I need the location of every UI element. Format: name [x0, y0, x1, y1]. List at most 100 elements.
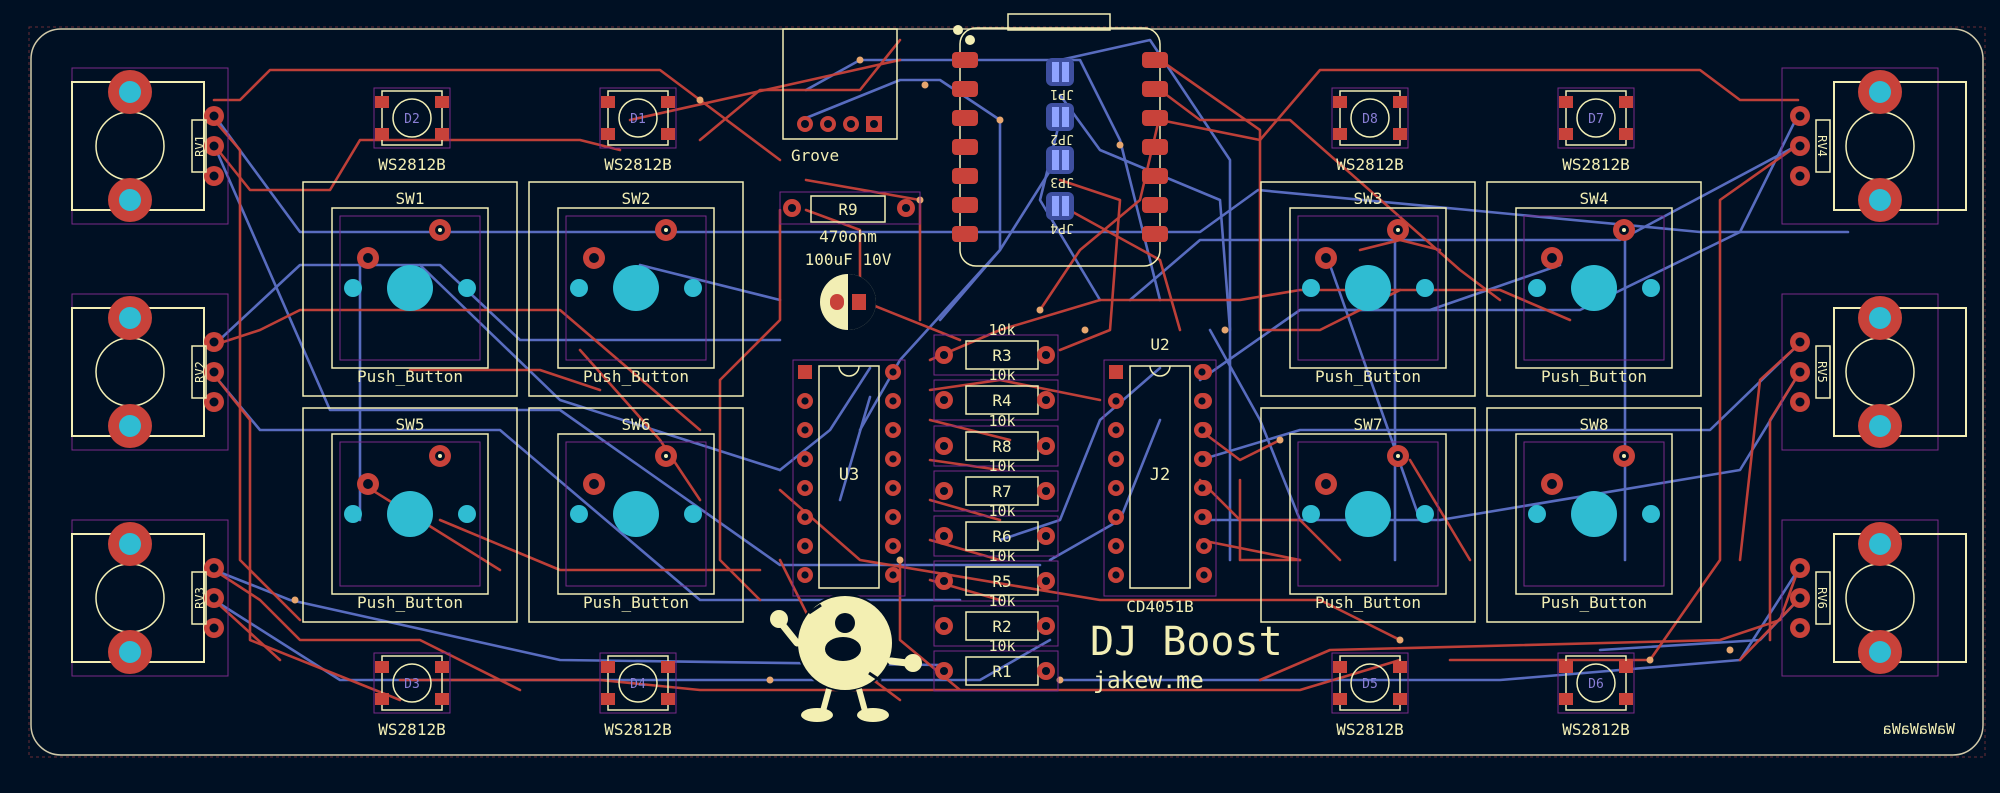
resistor-pad [935, 572, 953, 590]
potentiometer-rv3: RV3 [71, 519, 229, 677]
chip-pin-pad [797, 451, 813, 467]
led-ref-label: D3 [404, 677, 420, 692]
led-pad [601, 693, 615, 705]
module-pad-left [952, 226, 978, 242]
module-pad-right [1142, 110, 1168, 126]
module-pad-left [952, 52, 978, 68]
chip-pin-pad [885, 422, 901, 438]
led-value-label: WS2812B [1336, 720, 1403, 739]
grove-label: Grove [791, 146, 839, 165]
capacitor-pad [830, 294, 844, 310]
led-pad [1619, 693, 1633, 705]
pot-pin-pad [1790, 362, 1810, 382]
led-pad [1393, 693, 1407, 705]
push-button-icon [1622, 228, 1626, 232]
resistor-pad [1037, 391, 1055, 409]
resistor-ref-label: R2 [992, 617, 1011, 636]
chip-pin-pad [1194, 451, 1210, 467]
chip-pin-pad [797, 422, 813, 438]
button-value-label: Push_Button [357, 593, 463, 612]
led-pad [435, 693, 449, 705]
jumper-label: JP1 [1050, 86, 1073, 101]
button-pad [1541, 247, 1563, 269]
led-pad [1333, 693, 1347, 705]
led-ref-label: D8 [1362, 112, 1378, 127]
jumper-label: JP4 [1050, 220, 1074, 235]
led-pad [601, 96, 615, 108]
pot-ref-label: RV5 [1815, 361, 1829, 383]
button-ref-label: SW2 [622, 189, 651, 208]
led-pad [601, 661, 615, 673]
jumper-label: JP3 [1050, 174, 1073, 189]
led-pad [375, 693, 389, 705]
resistor-pad [1037, 437, 1055, 455]
chip-pin-pad [797, 393, 813, 409]
led-pad [661, 661, 675, 673]
pot-pin-pad [204, 618, 224, 638]
chip-pin-pad [1108, 393, 1124, 409]
chip-pin-pad [797, 538, 813, 554]
jumper-jp1: JP1 [1046, 58, 1074, 101]
module-pad-left [952, 168, 978, 184]
button-pad [583, 247, 605, 269]
module-pad-right [1142, 139, 1168, 155]
led-pad [601, 128, 615, 140]
board-subtitle: jakew.me [1093, 668, 1204, 694]
module-pad-left [952, 197, 978, 213]
ic-u3: U3 [792, 359, 906, 597]
button-value-label: Push_Button [583, 593, 689, 612]
resistor-pad [935, 527, 953, 545]
resistor-value-label: 10k [988, 637, 1015, 655]
module-pad-right [1142, 168, 1168, 184]
led-value-label: WS2812B [378, 720, 445, 739]
resistor-pad [783, 199, 801, 217]
led-pad [1619, 661, 1633, 673]
led-ref-label: D7 [1588, 112, 1604, 127]
button-ref-label: SW1 [396, 189, 425, 208]
pot-pin-pad [204, 588, 224, 608]
led-pad [661, 693, 675, 705]
push-button-icon [1622, 454, 1626, 458]
chip-pin-pad [1196, 567, 1212, 583]
pot-pin-pad [1790, 392, 1810, 412]
button-ref-label: SW3 [1354, 189, 1383, 208]
potentiometer-rv5: RV5 [1781, 293, 1967, 451]
chip-pin-pad [1108, 567, 1124, 583]
chip-pin-pad [885, 364, 901, 380]
push-button-icon [1396, 228, 1400, 232]
resistor-value-label: 10k [988, 412, 1015, 430]
button-pad [357, 473, 379, 495]
button-pad [1315, 473, 1337, 495]
resistor-pad [935, 437, 953, 455]
led-pad [375, 128, 389, 140]
resistor-pad [1037, 617, 1055, 635]
pot-pin-pad [1790, 332, 1810, 352]
module-pad-right [1142, 197, 1168, 213]
led-value-label: WS2812B [1562, 720, 1629, 739]
chip-pin-pad [1108, 509, 1124, 525]
button-value-label: Push_Button [583, 367, 689, 386]
pot-pin-pad [1790, 136, 1810, 156]
chip-pin-pad [1194, 509, 1210, 525]
resistor-pad [1037, 482, 1055, 500]
resistor-ref-label: R1 [992, 662, 1011, 681]
resistor-value-label: 10k [988, 457, 1015, 475]
led-pad [1333, 96, 1347, 108]
chip-ref-label: U3 [839, 465, 859, 485]
jumper-jp4: JP4 [1046, 192, 1074, 235]
chip-pin-pad [1108, 538, 1124, 554]
pot-pin-pad [1790, 618, 1810, 638]
resistor-pad [935, 346, 953, 364]
